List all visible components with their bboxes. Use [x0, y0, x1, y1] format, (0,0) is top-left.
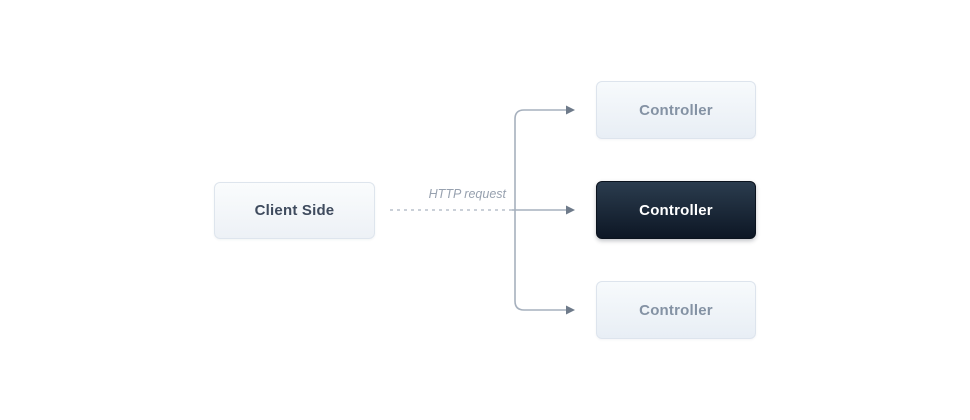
controller-node-top[interactable]: Controller: [596, 81, 756, 139]
arrowhead-middle: [566, 205, 575, 215]
arrowhead-top: [566, 105, 575, 115]
controller-top-label: Controller: [639, 101, 713, 119]
controller-middle-label: Controller: [639, 201, 713, 219]
client-side-node[interactable]: Client Side: [214, 182, 375, 239]
controller-node-middle-selected[interactable]: Controller: [596, 181, 756, 239]
arrowhead-bottom: [566, 305, 575, 315]
controller-node-bottom[interactable]: Controller: [596, 281, 756, 339]
branch-line: [514, 109, 566, 311]
http-request-label: HTTP request: [428, 187, 506, 201]
controller-bottom-label: Controller: [639, 301, 713, 319]
client-side-label: Client Side: [254, 202, 335, 219]
